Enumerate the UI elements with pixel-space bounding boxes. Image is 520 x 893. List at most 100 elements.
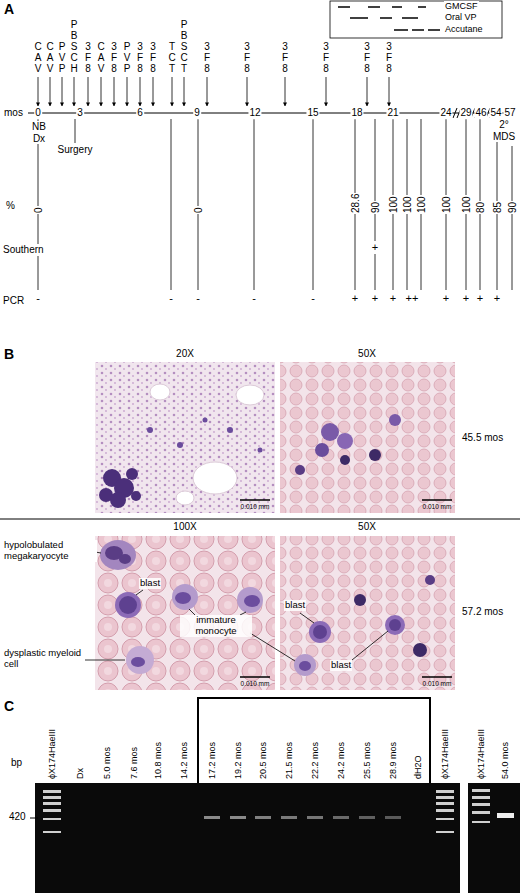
micrograph-50x-bottom	[280, 536, 455, 690]
result-sign: -	[251, 292, 257, 305]
result-sign: -	[168, 292, 174, 305]
event-label: Surgery	[56, 144, 93, 156]
treatment-dashes	[338, 7, 440, 30]
treatment-label: 3F8	[385, 41, 394, 74]
micrograph-50x-top	[280, 362, 455, 513]
gel-image	[35, 783, 520, 893]
lane-label: 21.5 mos	[284, 741, 295, 780]
percent-value: 80	[475, 201, 486, 214]
treatment-label: PBSCT	[180, 19, 189, 74]
axis-tick-label: 46	[474, 107, 487, 119]
treatment-label: 3F8	[84, 41, 93, 74]
legend-label: Oral VP	[444, 12, 478, 22]
axis-tick-label: 54	[489, 107, 502, 119]
lane-label: ϕX174HaeIII	[476, 728, 487, 780]
result-sign: -	[195, 292, 201, 305]
result-sign: +	[462, 292, 470, 305]
result-sign: ++	[405, 292, 420, 305]
treatment-label: PVP	[123, 41, 132, 74]
result-sign: +	[371, 292, 379, 305]
legend-label: GMCSF	[444, 1, 479, 11]
result-sign: +	[493, 292, 501, 305]
cell-label: blast	[284, 600, 306, 611]
legend-label: Accutane	[444, 24, 484, 34]
axis-tick-label: 12	[248, 107, 261, 119]
axis-tick-label: 57	[503, 107, 516, 119]
axis-tick-label: 3	[76, 107, 84, 119]
row-label: Southern	[2, 244, 45, 256]
timepoint-label: 57.2 mos	[461, 606, 504, 618]
panel-letter: B	[3, 346, 15, 362]
lane-label: ϕX174HaeIII	[440, 728, 451, 780]
treatment-label: 3F8	[110, 41, 119, 74]
panel-letter: C	[3, 698, 15, 714]
axis-tick-label: 0	[34, 107, 42, 119]
micrograph-100x	[95, 536, 275, 690]
size-label: 420	[8, 811, 27, 823]
lane-label: ϕX174HaeIII	[47, 728, 58, 780]
scale-bar-label: 0.010 mm	[422, 680, 453, 687]
timepoint-lines	[38, 119, 512, 290]
percent-value: 100	[388, 195, 399, 214]
micrograph-20x	[95, 362, 275, 513]
axis-tick-label: 15	[306, 107, 319, 119]
axis-tick-label: 24	[439, 107, 452, 119]
percent-value: 0	[193, 206, 204, 214]
event-label: NB Dx	[27, 121, 51, 144]
axis-tick-label: 18	[350, 107, 363, 119]
result-sign: +	[442, 292, 450, 305]
leader-lines	[60, 548, 388, 661]
lane-label: 14.2 mos	[179, 741, 190, 780]
lane-label: dH2O	[413, 754, 424, 780]
lane-label: 7.6 mos	[129, 746, 140, 780]
panel-divider	[0, 519, 520, 520]
timepoint-label: 45.5 mos	[461, 432, 504, 444]
magnification-label: 20X	[175, 348, 195, 360]
treatment-label: 3F8	[363, 41, 372, 74]
row-label: %	[5, 200, 16, 212]
percent-value: 100	[441, 195, 452, 214]
treatment-label: 3F8	[281, 41, 290, 74]
axis-tick-label: 21	[386, 107, 399, 119]
size-tick	[30, 818, 38, 819]
percent-value: 100	[461, 195, 472, 214]
cell-label: dysplastic myeloid cell	[3, 648, 85, 670]
cell-label: immature monocyte	[180, 615, 252, 637]
lane-label: 17.2 mos	[207, 741, 218, 780]
result-sign: -	[310, 292, 316, 305]
time-axis	[28, 108, 516, 118]
cell-label: hypolobulated megakaryocyte	[3, 540, 97, 562]
treatment-label: CAV	[97, 41, 106, 74]
cell-label: blast	[330, 660, 352, 671]
result-sign: +	[389, 292, 397, 305]
lane-label: 25.5 mos	[362, 741, 373, 780]
treatment-label: 3F8	[322, 41, 331, 74]
panel-letter: A	[3, 1, 15, 17]
axis-unit: bp	[10, 757, 23, 769]
percent-value: 100	[416, 195, 427, 214]
legend-box	[330, 1, 502, 38]
scale-bar-label: 0.010 mm	[240, 503, 271, 510]
event-label: 2° MDS	[488, 119, 520, 142]
cell-label: blast	[139, 578, 161, 589]
axis-tick-label: 9	[193, 107, 201, 119]
axis-tick-label: 29	[459, 107, 472, 119]
scale-bar-label: 0.010 mm	[240, 680, 271, 687]
treatment-label: CAV	[34, 41, 43, 74]
lane-label: 22.2 mos	[310, 741, 321, 780]
treatment-label: TCT	[168, 41, 177, 74]
lane-label: 19.2 mos	[233, 741, 244, 780]
magnification-label: 100X	[172, 521, 197, 533]
treatment-label: 3F8	[136, 41, 145, 74]
result-sign: +	[476, 292, 484, 305]
lane-label: 10.8 mos	[153, 741, 164, 780]
treatment-label: 3F8	[203, 41, 212, 74]
result-sign: +	[351, 292, 359, 305]
treatment-label: PVP	[58, 41, 67, 74]
percent-value: 0	[33, 206, 44, 214]
percent-value: 90	[507, 201, 518, 214]
treatment-label: CAV	[46, 41, 55, 74]
percent-value: 100	[402, 195, 413, 214]
treatment-label: 3F8	[243, 41, 252, 74]
